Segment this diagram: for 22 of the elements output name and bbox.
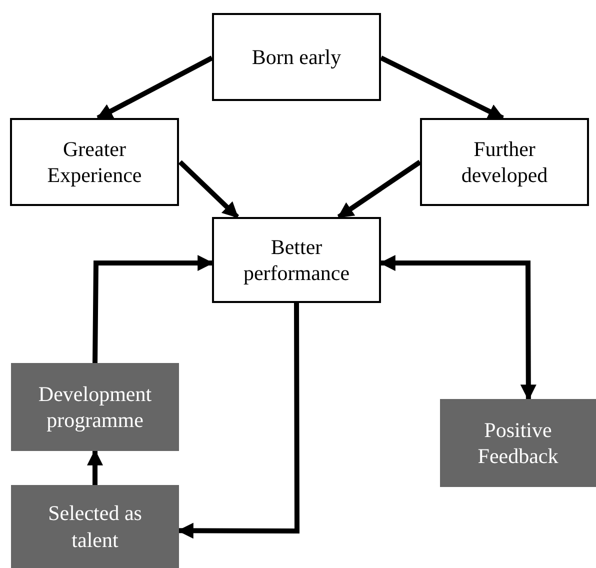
process-box xyxy=(11,363,179,451)
box-label: Development programme xyxy=(37,380,153,434)
box-label: Greater Experience xyxy=(46,136,143,188)
box-label: Selected as talent xyxy=(47,500,143,553)
process-box xyxy=(11,485,179,568)
arrow xyxy=(379,255,536,401)
process-box xyxy=(212,13,381,101)
arrow xyxy=(87,449,103,485)
process-box xyxy=(10,118,179,206)
process-box xyxy=(212,217,381,303)
process-box xyxy=(420,118,589,206)
arrow xyxy=(96,56,214,120)
box-label: Positive Feedback xyxy=(476,416,560,470)
arrow xyxy=(92,255,214,364)
process-box xyxy=(440,399,596,487)
arrow xyxy=(177,303,300,539)
box-label: Born early xyxy=(250,44,342,70)
arrow xyxy=(178,160,240,219)
box-label: Further developed xyxy=(460,136,549,188)
arrow xyxy=(337,160,422,220)
box-label: Better performance xyxy=(242,234,351,286)
arrow xyxy=(380,56,504,120)
